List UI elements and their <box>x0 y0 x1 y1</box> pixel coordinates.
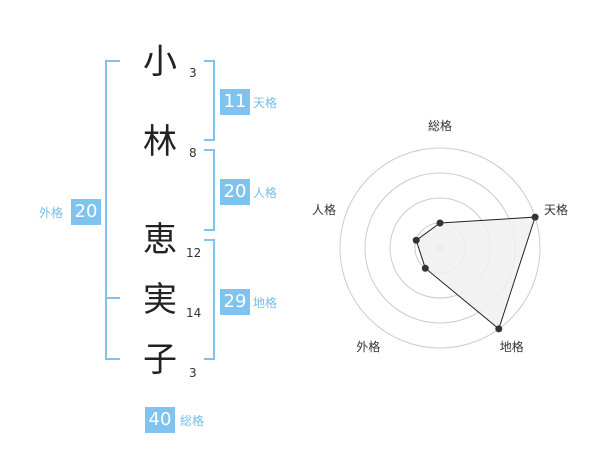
radar-axis-label-1: 総格 <box>428 119 453 133</box>
name-char-5: 子 <box>143 340 177 380</box>
stroke-count-2: 8 <box>189 146 197 160</box>
soukaku-value-badge: 40 <box>145 407 175 433</box>
name-char-1: 小 <box>143 42 177 82</box>
name-char-3: 恵 <box>143 220 177 260</box>
jinkaku-bracket <box>204 149 215 231</box>
name-char-2: 林 <box>143 122 177 162</box>
chikaku-value-badge: 29 <box>220 289 250 315</box>
name-char-4: 実 <box>143 280 177 320</box>
radar-axis-label-4: 外格 <box>356 339 381 354</box>
radar-point-3 <box>495 325 503 333</box>
stroke-count-5: 3 <box>189 366 197 380</box>
radar-axis-label-2: 天格 <box>544 203 569 218</box>
radar-polygon <box>415 216 536 330</box>
jinkaku-value-badge: 20 <box>220 179 250 205</box>
stroke-count-3: 12 <box>186 246 202 260</box>
stroke-count-4: 14 <box>186 306 202 320</box>
gaikaku-label: 外格 <box>39 206 64 220</box>
stroke-count-1: 3 <box>189 66 197 80</box>
radar-point-4 <box>421 264 429 272</box>
gaikaku-value-badge: 20 <box>71 199 101 225</box>
radar-point-1 <box>436 219 444 227</box>
chikaku-label: 地格 <box>253 296 278 310</box>
radar-point-5 <box>412 236 420 244</box>
soukaku-label: 総格 <box>180 414 205 428</box>
gaikaku-bracket <box>105 60 120 360</box>
tenkaku-value-badge: 11 <box>220 89 250 115</box>
radar-point-2 <box>531 213 539 221</box>
tenkaku-label: 天格 <box>253 96 278 110</box>
radar-axis-label-5: 人格 <box>311 203 336 218</box>
radar-ring-4 <box>339 147 541 349</box>
tenkaku-bracket <box>204 60 215 141</box>
jinkaku-label: 人格 <box>253 186 278 200</box>
chikaku-bracket <box>204 239 215 360</box>
radar-axis-label-3: 地格 <box>499 339 524 354</box>
